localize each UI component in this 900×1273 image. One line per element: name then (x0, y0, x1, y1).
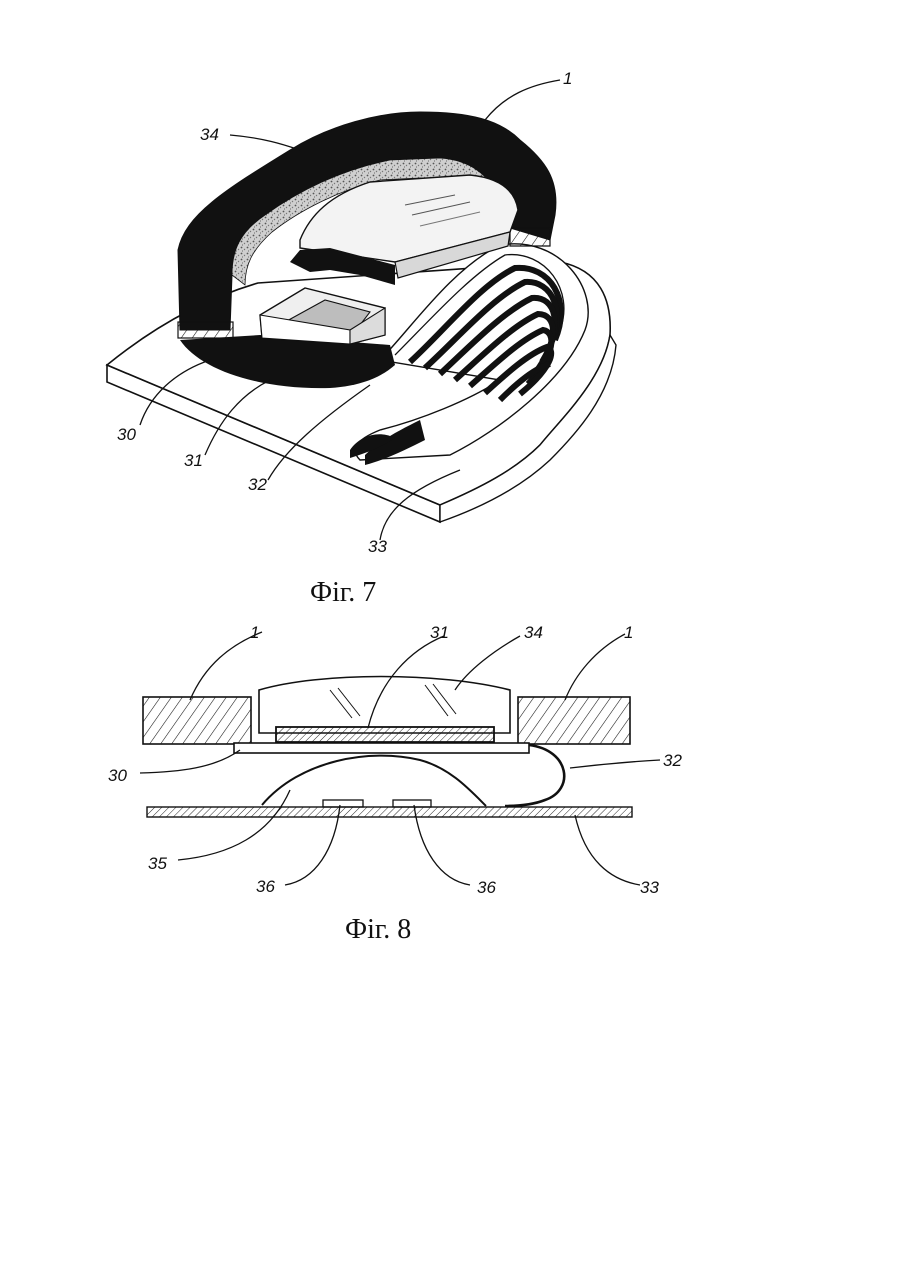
lens-34-section (259, 677, 510, 734)
fig7-label-34: 34 (200, 125, 219, 144)
figure-8: 1 31 34 1 30 32 35 36 36 33 Фіг. 8 (108, 623, 682, 945)
fig7-label-33: 33 (368, 537, 387, 556)
fig8-label-31: 31 (430, 623, 449, 642)
spring-35 (262, 756, 486, 806)
fig8-label-1-right: 1 (624, 623, 633, 642)
figure-7: 1 34 30 31 32 33 Фіг. 7 (107, 69, 616, 608)
fig7-label-1: 1 (563, 69, 572, 88)
fig7-label-30: 30 (117, 425, 136, 444)
fig8-leader-lines (140, 632, 660, 885)
fig8-label-1-left: 1 (250, 623, 259, 642)
substrate-30 (234, 743, 529, 753)
contact-pad-36-right (393, 800, 431, 807)
fig7-label-31: 31 (184, 451, 203, 470)
figure-7-caption: Фіг. 7 (310, 577, 376, 608)
frame-1-right (518, 697, 630, 744)
flex-connector-32-section (505, 745, 564, 806)
fig8-label-34: 34 (524, 623, 543, 642)
sensor-31 (276, 727, 494, 742)
fig8-label-30: 30 (108, 766, 127, 785)
fig8-label-32: 32 (663, 751, 682, 770)
figure-8-caption: Фіг. 8 (345, 914, 411, 945)
frame-1-left (143, 697, 251, 744)
fig8-label-35: 35 (148, 854, 167, 873)
fig8-label-36-right: 36 (477, 878, 496, 897)
contact-pad-36-left (323, 800, 363, 807)
fig8-label-33: 33 (640, 878, 659, 897)
circuit-board-33-section (147, 807, 632, 817)
fig8-label-36-left: 36 (256, 877, 275, 896)
fig7-label-32: 32 (248, 475, 267, 494)
